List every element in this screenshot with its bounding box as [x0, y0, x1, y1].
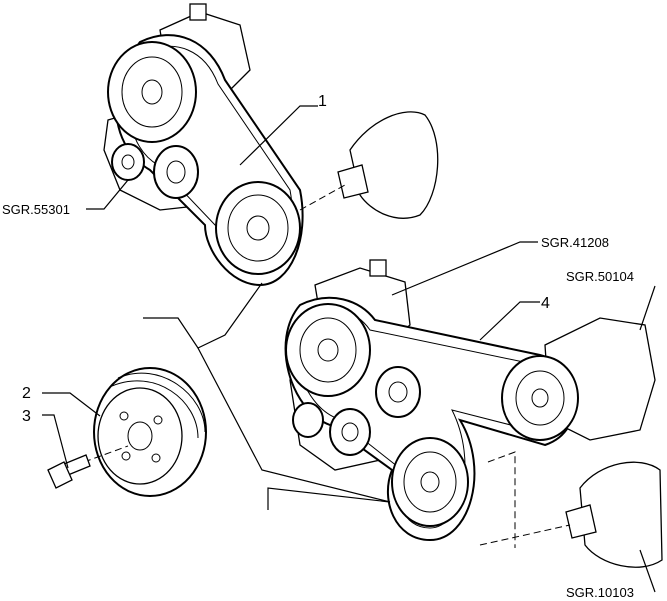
upper-pump-pulley-inner	[121, 56, 183, 128]
pulley-2-hole	[119, 411, 129, 421]
callout-4: 4	[541, 295, 550, 312]
guide-lines	[143, 282, 516, 548]
callout-3: 3	[22, 408, 31, 425]
lower-tensioner-pulley	[329, 408, 371, 456]
leader-sgr-10103	[639, 549, 656, 593]
ac-compressor-pulley-hub	[531, 388, 549, 408]
upper-crank-pulley-inner	[227, 194, 289, 262]
upper-shaft-axis	[299, 184, 346, 211]
label-sgr-50104: SGR.50104	[566, 269, 634, 284]
lower-idler-hub	[388, 381, 408, 403]
guide-line-bracket-bottom	[267, 487, 391, 510]
leader-3	[42, 414, 69, 469]
label-sgr-10103: SGR.10103	[566, 585, 634, 600]
lower-crank-pulley-hub	[420, 471, 440, 493]
pulley-2-hole	[121, 451, 131, 461]
upper-crankshaft-nose	[337, 164, 369, 199]
callout-1: 1	[318, 93, 327, 110]
leader-2	[42, 392, 101, 417]
leader-lines	[42, 105, 656, 593]
pulley-detail	[47, 367, 207, 497]
lower-crank-pulley-inner	[403, 451, 457, 513]
lower-pump-fitting	[369, 259, 387, 277]
leader-sgr-55301	[86, 179, 129, 210]
upper-crank-pulley	[215, 181, 301, 275]
bolt-axis	[83, 445, 129, 463]
leader-1	[239, 105, 318, 166]
pulley-2-face	[97, 387, 183, 485]
lower-idler-pulley	[375, 366, 421, 418]
upper-idler-hub	[121, 154, 135, 170]
upper-crank-pulley-hub	[246, 215, 270, 241]
callout-2: 2	[22, 385, 31, 402]
lower-tensioner-hub	[341, 422, 359, 442]
upper-crankshaft	[349, 111, 439, 219]
upper-tensioner-hub	[166, 160, 186, 184]
upper-tensioner-pulley	[153, 145, 199, 199]
pulley-2-hole	[151, 453, 161, 463]
upper-pump-pulley	[107, 41, 197, 143]
leader-sgr-41208	[391, 241, 538, 296]
ac-compressor-pulley	[501, 355, 579, 441]
guide-line-lower-right	[487, 451, 516, 548]
lower-small-idler	[292, 402, 324, 438]
upper-idler-pulley	[111, 143, 145, 181]
ac-compressor-pulley-inner	[515, 370, 565, 426]
lower-crankshaft	[579, 461, 663, 568]
lower-pump-pulley-hub	[317, 338, 339, 362]
pulley-2-hub	[127, 421, 153, 451]
guide-line-bracket-left	[143, 317, 199, 349]
label-sgr-41208: SGR.41208	[541, 235, 609, 250]
bolt-3-head	[47, 461, 73, 489]
lower-crankshaft-nose	[565, 504, 597, 539]
upper-pump-pulley-hub	[141, 79, 163, 105]
lower-shaft-axis	[479, 524, 571, 546]
lower-pump-pulley-inner	[299, 317, 357, 383]
leader-sgr-50104	[639, 285, 656, 331]
lower-engine-assembly	[284, 259, 663, 568]
lower-crank-pulley	[391, 437, 469, 527]
upper-pump-fitting	[189, 3, 207, 21]
label-sgr-55301: SGR.55301	[2, 202, 70, 217]
upper-engine-assembly	[103, 3, 439, 287]
pulley-2-hole	[153, 415, 163, 425]
lower-pump-pulley	[285, 303, 371, 397]
leader-4	[479, 301, 540, 341]
pulley-2-grooves	[111, 372, 206, 439]
